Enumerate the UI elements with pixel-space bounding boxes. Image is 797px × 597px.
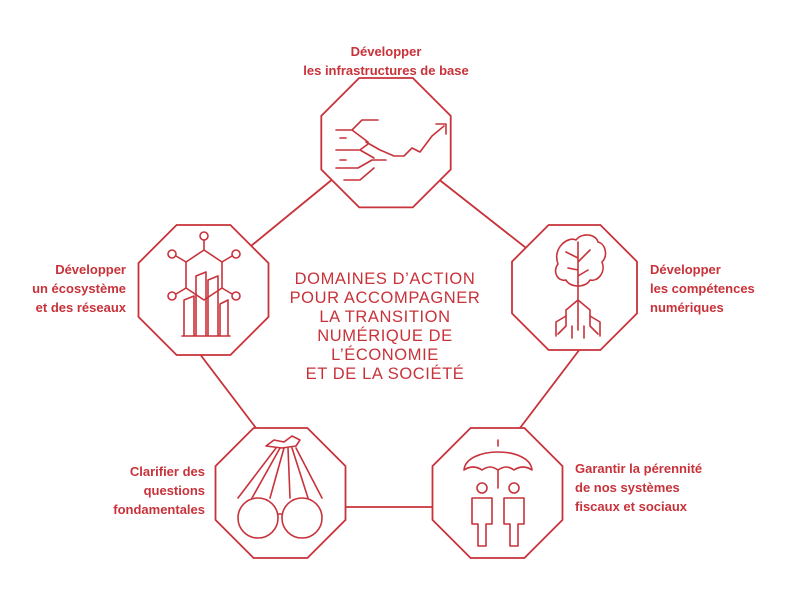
label-line: numériques (650, 300, 724, 315)
label-line: les compétences (650, 281, 755, 296)
connector-line (239, 177, 335, 256)
network-growth-arrow-icon (335, 119, 447, 181)
label-line: Développer (650, 262, 721, 277)
center-title-line: DOMAINES D’ACTION (294, 270, 476, 288)
label-line: fiscaux et sociaux (575, 499, 687, 514)
label-infrastructures: Développer les infrastructures de base (296, 42, 476, 80)
center-title-line: POUR ACCOMPAGNER (289, 289, 481, 307)
umbrella-people-icon (463, 439, 533, 547)
center-title-line: L’ÉCONOMIE (331, 346, 439, 364)
octagon-fiscaux (431, 427, 564, 559)
label-line: Garantir la pérennité (575, 461, 703, 476)
center-title-line: NUMÉRIQUE DE (317, 327, 453, 345)
center-title-line: LA TRANSITION (319, 308, 451, 326)
label-line: de nos systèmes (575, 480, 680, 495)
label-line: les infrastructures de base (303, 63, 469, 78)
connector-line (192, 344, 257, 429)
connector-lines (192, 177, 584, 508)
label-line: un écosystème (32, 281, 126, 296)
octagon-infrastructures (320, 77, 452, 209)
label-line: Clarifier des (129, 464, 205, 479)
connector-line (519, 344, 584, 429)
label-line: Développer (350, 44, 422, 59)
binoculars-icon (237, 435, 323, 539)
label-line: fondamentales (113, 502, 205, 517)
label-fiscaux: Garantir la pérennité de nos systèmes fi… (575, 459, 785, 516)
label-line: et des réseaux (35, 300, 126, 315)
label-line: Développer (55, 262, 126, 277)
label-competences: Développer les compétences numériques (650, 260, 790, 317)
octagon-questions (214, 427, 347, 559)
connector-line (436, 177, 536, 256)
center-title-line: ET DE LA SOCIÉTÉ (305, 365, 465, 383)
network-buildings-icon (167, 231, 241, 337)
brain-roots-icon (554, 234, 607, 339)
octagon-competences (511, 224, 638, 351)
label-line: questions (143, 483, 205, 498)
center-title: DOMAINES D’ACTION POUR ACCOMPAGNER LA TR… (255, 270, 515, 384)
label-ecosysteme: Développer un écosystème et des réseaux (0, 260, 126, 317)
label-questions: Clarifier des questions fondamentales (60, 462, 205, 519)
